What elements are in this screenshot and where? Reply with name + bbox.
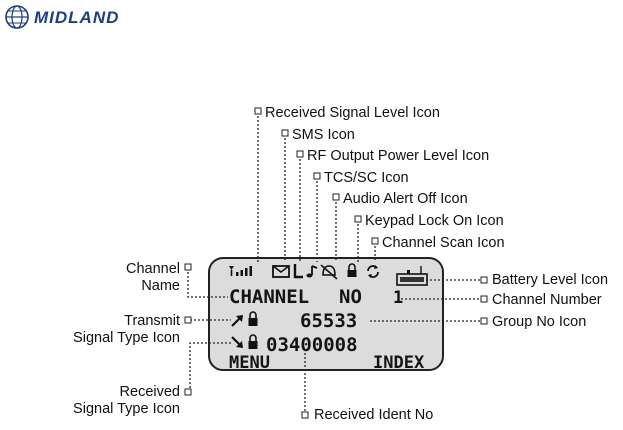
note-icon [306, 265, 318, 278]
brand-name: MIDLAND [34, 8, 119, 27]
label-rf-output: RF Output Power Level Icon [307, 148, 489, 164]
padlock-icon [347, 263, 357, 277]
channel-number-value: 1 [393, 288, 403, 308]
arrow-down-right-icon [231, 336, 243, 348]
tx-padlock-icon [248, 311, 258, 326]
label-group-no: Group No Icon [492, 314, 586, 330]
label-markers [184, 107, 488, 419]
envelope-icon [272, 265, 290, 278]
rf-power-level-icon [293, 264, 303, 279]
label-channel-number: Channel Number [492, 292, 602, 308]
label-channel-scan: Channel Scan Icon [382, 235, 505, 251]
label-tcs-sc: TCS/SC Icon [324, 170, 409, 186]
label-received-ident-no: Received Ident No [314, 407, 433, 423]
globe-icon [5, 5, 29, 29]
leader-lines [187, 112, 486, 415]
label-battery-level: Battery Level Icon [492, 272, 608, 288]
label-received-signal-line1: Received [120, 384, 180, 400]
index-softkey: INDEX [373, 353, 425, 373]
label-received-signal-level: Received Signal Level Icon [265, 105, 440, 121]
signal-bars-icon [229, 266, 252, 276]
bell-off-icon [320, 264, 338, 280]
label-received-signal-line2: Signal Type Icon [73, 401, 180, 417]
label-transmit-line2: Signal Type Icon [73, 330, 180, 346]
channel-name-value: CHANNEL [229, 286, 309, 308]
menu-softkey: MENU [229, 353, 270, 373]
label-keypad-lock-on: Keypad Lock On Icon [365, 213, 504, 229]
midland-logo: MIDLAND [5, 5, 119, 29]
label-transmit-line1: Transmit [124, 313, 180, 329]
arrow-up-right-icon [231, 315, 243, 327]
label-channel-name-line2: Name [141, 278, 180, 294]
lcd-screen [208, 257, 444, 371]
rx-padlock-icon [248, 334, 258, 349]
label-channel-name-line1: Channel [126, 261, 180, 277]
group-no-value: 65533 [300, 310, 357, 332]
scan-arrows-icon [367, 265, 379, 278]
label-sms: SMS Icon [292, 127, 355, 143]
label-audio-alert-off: Audio Alert Off Icon [343, 191, 468, 207]
channel-no-label: NO [339, 286, 362, 308]
received-ident-value: 03400008 [266, 334, 358, 356]
